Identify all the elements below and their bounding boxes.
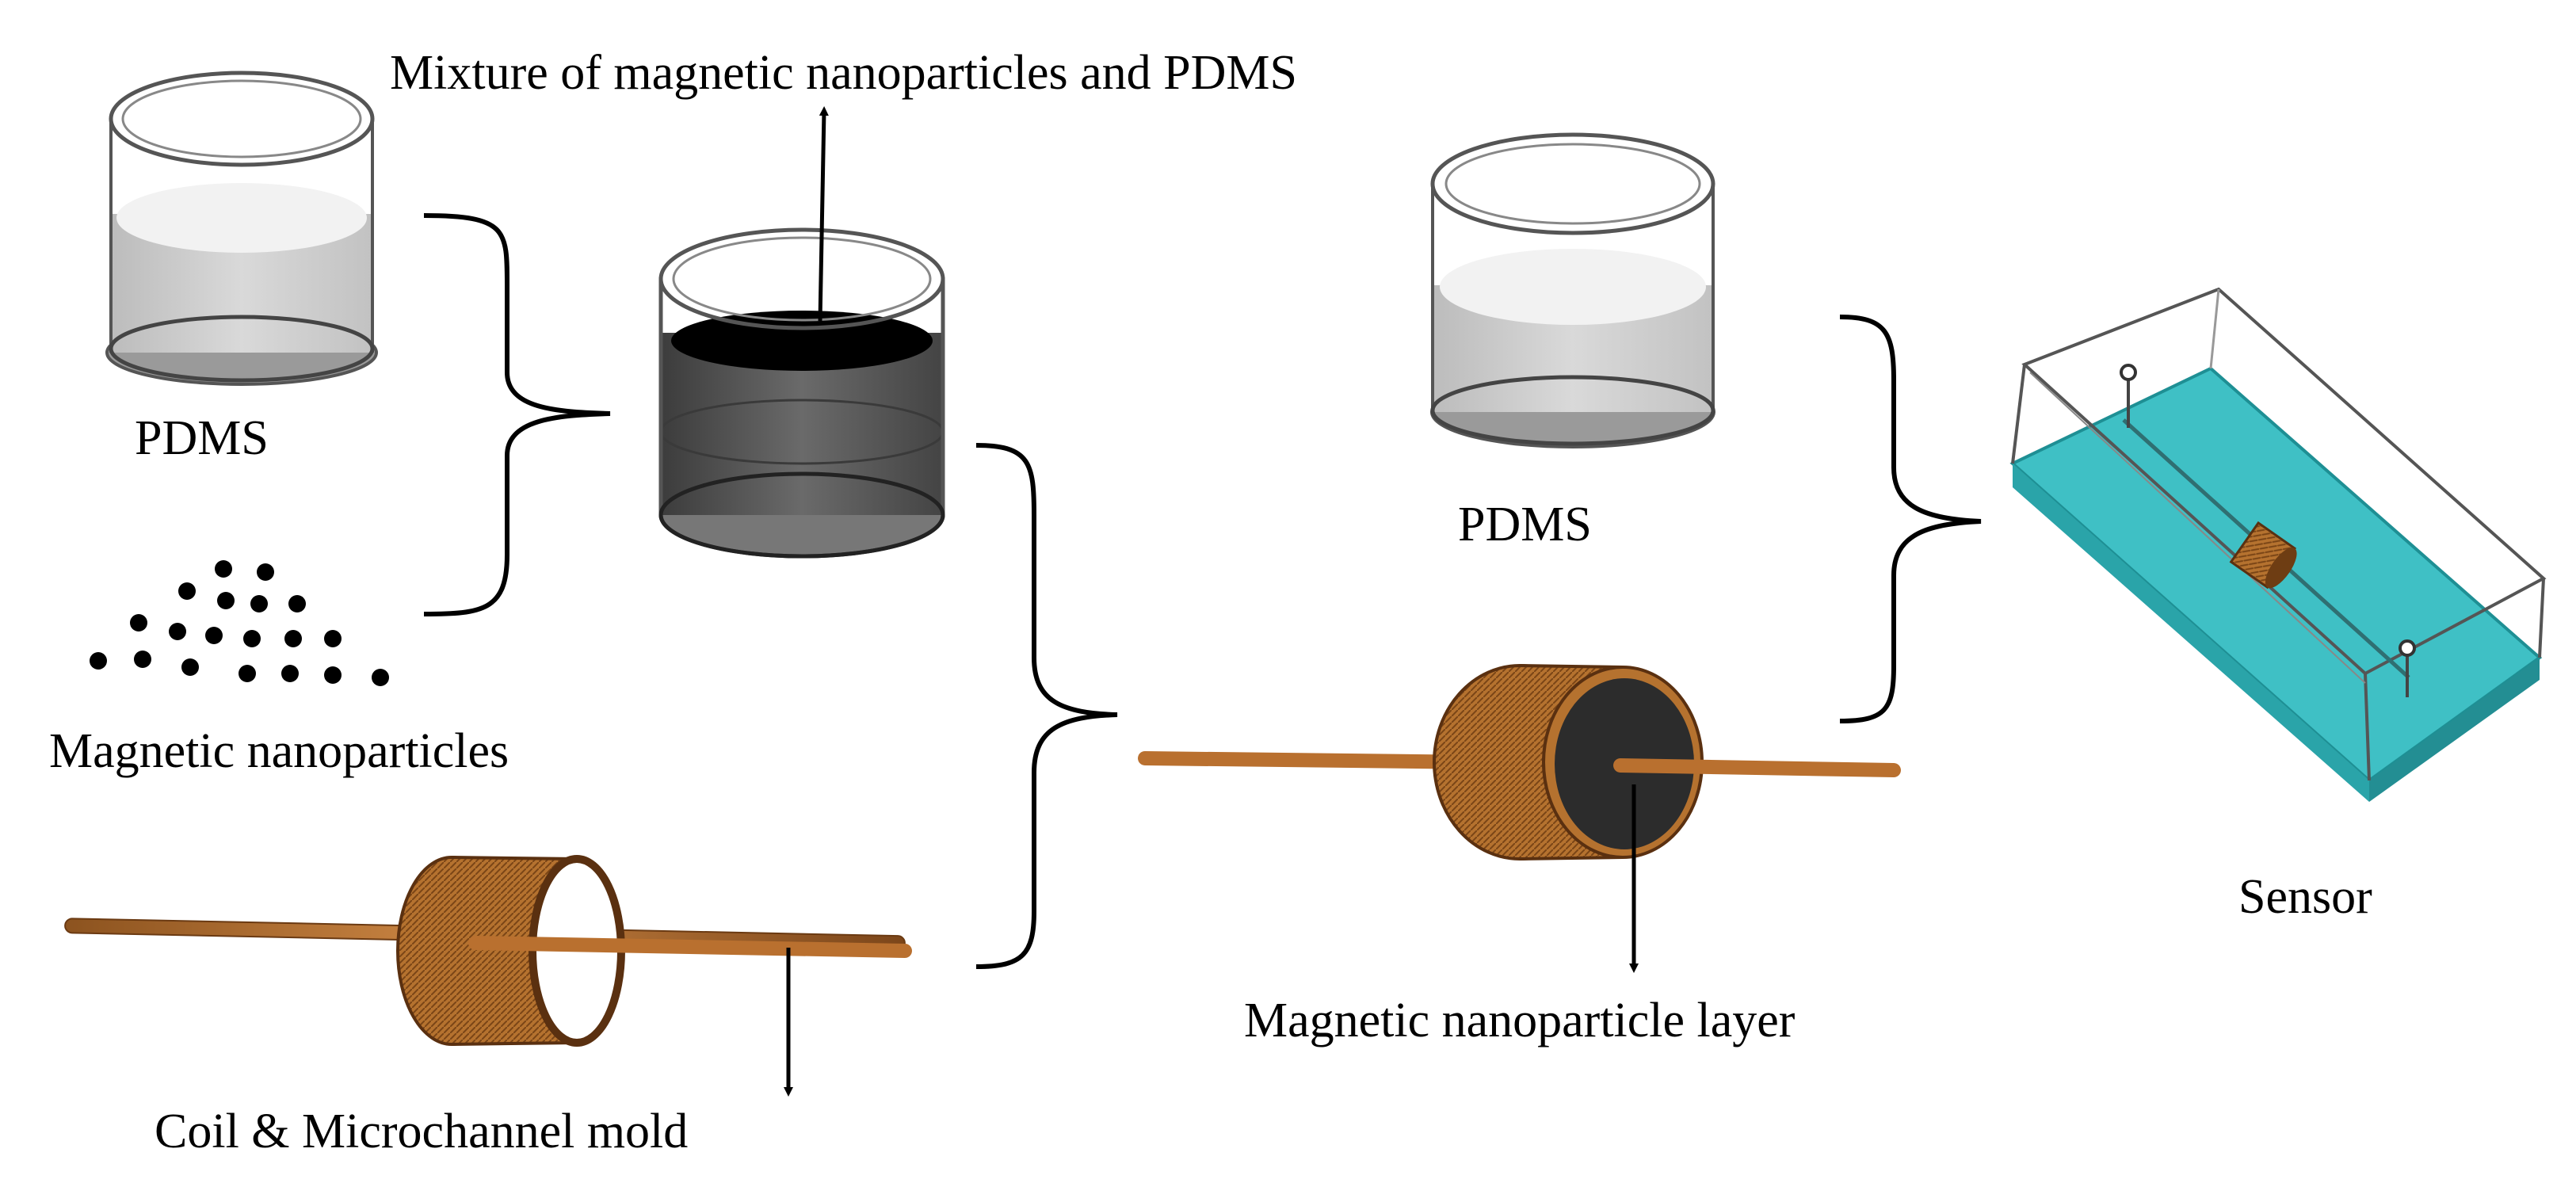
bracket-middle: [975, 443, 1118, 969]
bracket-left: [423, 213, 611, 616]
sensor-icon: [2009, 287, 2547, 802]
coil-with-layer-icon: [1138, 664, 1901, 860]
bracket-right: [1839, 315, 1982, 723]
beaker-pdms-right: [1430, 132, 1715, 448]
coil-mold-icon: [64, 855, 912, 1047]
label-mixture: Mixture of magnetic nanoparticles and PD…: [390, 46, 1297, 100]
label-magnetic-nanoparticles: Magnetic nanoparticles: [49, 724, 509, 778]
label-pdms-right: PDMS: [1458, 498, 1592, 551]
nanoparticle-dots-icon: [90, 560, 389, 686]
label-sensor: Sensor: [2238, 870, 2372, 924]
beaker-pdms-left: [105, 71, 378, 386]
label-coil-mold: Coil & Microchannel mold: [155, 1105, 688, 1158]
beaker-mixture: [658, 227, 945, 559]
label-np-layer: Magnetic nanoparticle layer: [1244, 994, 1796, 1047]
arrow-mixture: [818, 106, 829, 322]
label-pdms-left: PDMS: [135, 411, 269, 465]
